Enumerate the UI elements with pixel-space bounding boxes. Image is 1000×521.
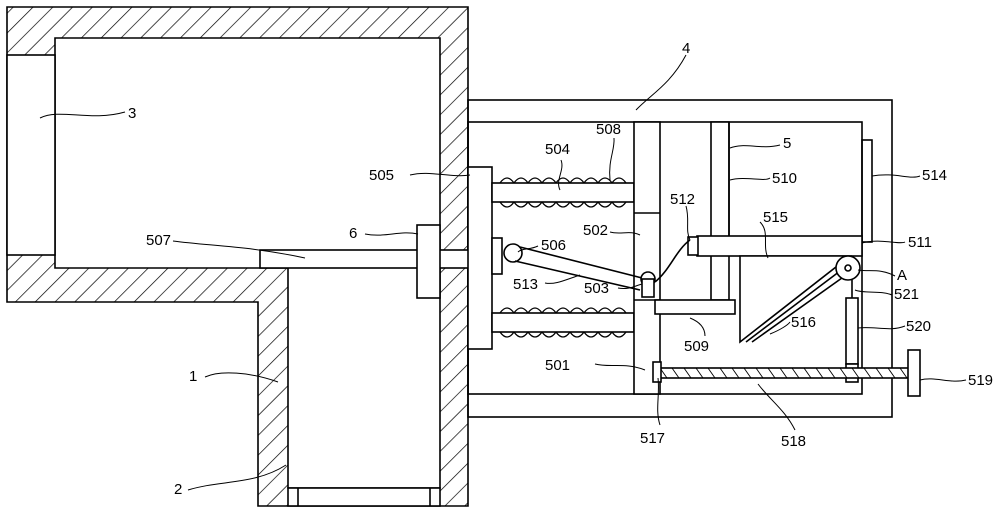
label-509: 509 [684,338,709,355]
label-516: 516 [791,314,816,331]
label-518: 518 [781,433,806,450]
vertical-plate-501 [633,121,661,395]
label-501: 501 [545,357,570,374]
roller-506 [503,243,523,263]
label-A: A [897,267,907,284]
guide-rod-lower [491,312,635,333]
wire-512 [654,239,691,283]
label-503: 503 [584,280,609,297]
rod-511-end [687,236,699,256]
label-3: 3 [128,105,136,122]
label-502: 502 [583,222,608,239]
pivot-503-body [641,278,655,298]
label-519: 519 [968,372,993,389]
knob-519 [907,349,921,397]
plate-516-b [751,267,857,343]
pulley-a [835,255,861,281]
label-515: 515 [763,209,788,226]
bar-509 [654,299,736,315]
label-511: 511 [908,234,932,251]
housing-left-opening [6,54,56,256]
wedge-515 [739,255,853,344]
plate-516-a [745,261,853,343]
plate-505 [467,166,493,350]
label-5: 5 [783,135,791,152]
screw-thread [659,367,908,379]
guide-rod-508-upper [491,182,635,203]
block-6 [416,224,441,299]
label-507: 507 [146,232,171,249]
label-504: 504 [545,141,570,158]
label-2: 2 [174,481,182,498]
label-508: 508 [596,121,621,138]
spring-lower [499,307,627,338]
rod-510 [710,121,730,301]
label-512: 512 [670,191,695,208]
screw-518 [654,367,911,379]
side-plate-514 [861,139,873,243]
leader-lines [39,54,967,491]
label-506: 506 [541,237,566,254]
label-521: 521 [894,286,919,303]
label-513: 513 [513,276,538,293]
bottom-plate-2 [287,487,441,507]
label-510: 510 [772,170,797,187]
link-513-a [519,246,643,279]
spring-504-upper [499,177,627,208]
label-520: 520 [906,318,931,335]
cylinder-520 [845,297,859,365]
label-514: 514 [922,167,947,184]
bearing-517 [652,361,662,383]
plate-505-inner [491,237,503,275]
label-4: 4 [682,40,690,57]
label-505: 505 [369,167,394,184]
pulley-a-hub [844,264,852,272]
rod-511 [696,235,863,257]
label-6: 6 [349,225,357,242]
label-1: 1 [189,368,197,385]
label-517: 517 [640,430,665,447]
